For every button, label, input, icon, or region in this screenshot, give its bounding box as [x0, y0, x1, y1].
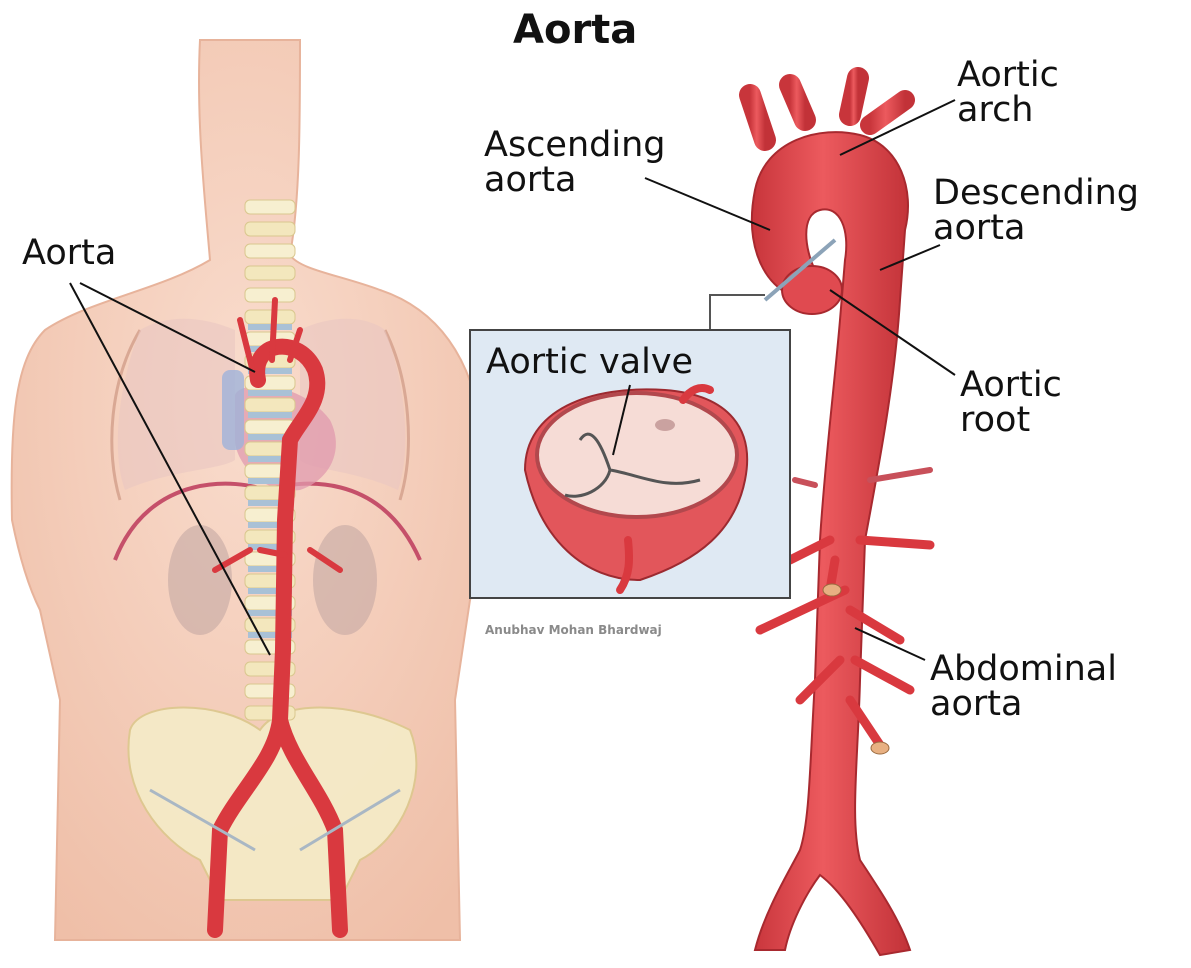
aorta-label: Aorta	[22, 236, 116, 271]
torso-figure	[12, 40, 485, 940]
descending-line-1: Descending	[933, 176, 1139, 211]
intervertebral-disc	[248, 324, 292, 330]
root-line-1: Aortic	[960, 368, 1062, 403]
kidney-right	[313, 525, 377, 635]
arch-line-2: arch	[957, 93, 1059, 128]
aortic-arch-label: Aortic arch	[957, 58, 1059, 128]
mesenteric-stub	[871, 742, 889, 754]
vertebra	[245, 266, 295, 280]
ascending-aorta-label: Ascending aorta	[484, 128, 665, 198]
valve-opening	[537, 393, 737, 517]
intervertebral-disc	[248, 412, 292, 418]
abdominal-aorta-label: Abdominal aorta	[930, 652, 1117, 722]
arch-branch-3	[850, 78, 858, 115]
intervertebral-disc	[248, 390, 292, 396]
descending-aorta-label: Descending aorta	[933, 176, 1139, 246]
coronary-ostium	[655, 419, 675, 431]
abdominal-line-1: Abdominal	[930, 652, 1117, 687]
page-title: Aorta	[513, 10, 637, 50]
descending-line-2: aorta	[933, 211, 1139, 246]
vertebra	[245, 288, 295, 302]
superior-vena-cava	[222, 370, 244, 450]
inset-connector	[710, 295, 765, 330]
arch-branch-2	[790, 85, 805, 120]
ascending-line-1: Ascending	[484, 128, 665, 163]
vertebra	[245, 398, 295, 412]
celiac-stub	[823, 584, 841, 596]
vertebra	[245, 200, 295, 214]
aortic-valve-label: Aortic valve	[486, 345, 693, 380]
ascending-line-2: aorta	[484, 163, 665, 198]
vertebra	[245, 244, 295, 258]
root-line-2: root	[960, 403, 1062, 438]
intercostal-branch-left	[795, 480, 815, 485]
abdominal-line-2: aorta	[930, 687, 1117, 722]
aortic-root-bulb	[782, 266, 842, 314]
aortic-root-label: Aortic root	[960, 368, 1062, 438]
arch-branch-4	[870, 100, 905, 125]
arch-line-1: Aortic	[957, 58, 1059, 93]
vertebra	[245, 310, 295, 324]
credit-text: Anubhav Mohan Bhardwaj	[485, 623, 662, 637]
kidney-left	[168, 525, 232, 635]
intercostal-branch	[870, 470, 930, 480]
vertebra	[245, 222, 295, 236]
arch-branch-1	[750, 95, 765, 140]
